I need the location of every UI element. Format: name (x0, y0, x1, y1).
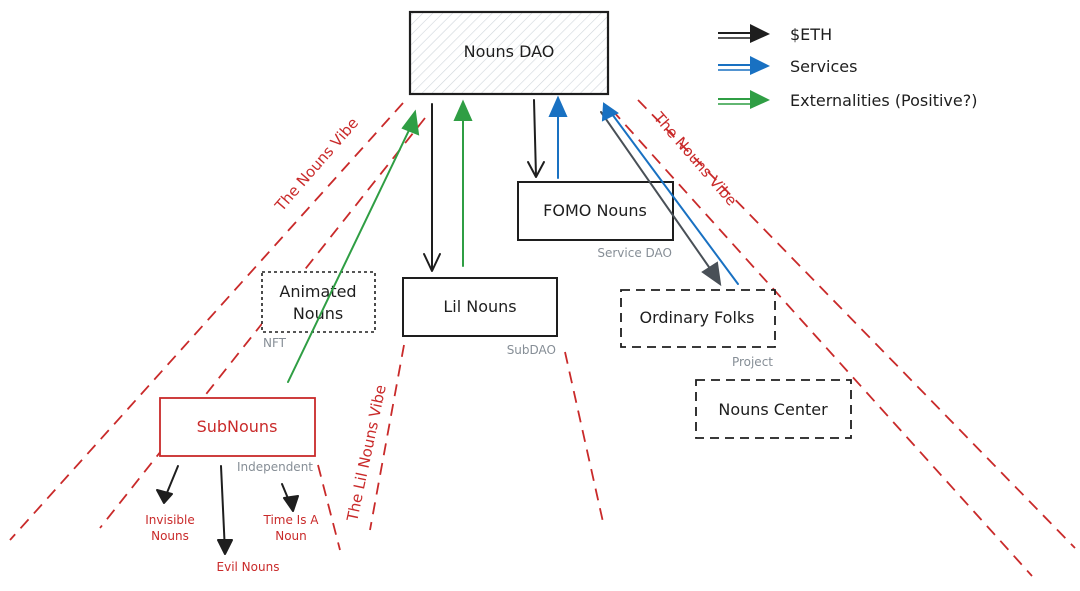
legend-eth-label: $ETH (790, 25, 832, 44)
time-is-a-noun-label-line1: Time Is A (263, 513, 320, 527)
invisible-nouns-label-line1: Invisible (145, 513, 195, 527)
legend-externalities-label: Externalities (Positive?) (790, 91, 977, 110)
eth-arrow-dao-to-fomo (527, 99, 545, 178)
legend-services-arrowhead (750, 56, 770, 75)
legend-services: Services (718, 56, 857, 76)
eth-arrow-sub-to-evil (217, 465, 233, 555)
vibe-lines (9, 99, 1076, 577)
lil-right-vibe-line (564, 351, 604, 523)
evil-nouns-label: Evil Nouns (217, 560, 280, 574)
service-dao-tag: Service DAO (597, 246, 672, 260)
ordinary-folks-label: Ordinary Folks (639, 308, 754, 327)
fomo-nouns-label: FOMO Nouns (543, 201, 647, 220)
nouns-center-label: Nouns Center (718, 400, 828, 419)
subnouns-node[interactable]: SubNouns (159, 397, 316, 457)
eth-arrow-sub-to-time (281, 483, 299, 512)
animated-nouns-node[interactable]: Animated Nouns (261, 271, 376, 333)
ordinary-folks-node[interactable]: Ordinary Folks (620, 289, 776, 348)
nouns-center-node[interactable]: Nouns Center (695, 379, 852, 439)
lil-vibe-label: The Lil Nouns Vibe (343, 383, 390, 524)
services-arrows (548, 95, 739, 285)
sub-right-vibe-line (317, 464, 341, 551)
independent-tag: Independent (237, 460, 313, 474)
legend-externalities: Externalities (Positive?) (718, 90, 977, 110)
legend-externalities-arrowhead (750, 90, 770, 109)
project-tag: Project (732, 355, 773, 369)
time-is-a-noun-label-line2: Noun (275, 529, 307, 543)
legend-eth-arrowhead (750, 24, 770, 43)
services-arrow-ordinary-to-dao (601, 102, 739, 285)
externality-arrow-sub-to-dao (287, 109, 420, 383)
externality-arrow-lil-to-dao (453, 99, 473, 267)
lil-nouns-label: Lil Nouns (443, 297, 516, 316)
lil-nouns-node[interactable]: Lil Nouns (402, 277, 558, 337)
subdao-tag: SubDAO (507, 343, 556, 357)
eth-arrow-dao-to-lil (423, 103, 441, 272)
eth-arrow-sub-to-invisible (156, 465, 179, 504)
eth-arrow-dao-to-ordinary (600, 111, 722, 287)
invisible-nouns-label-line2: Nouns (151, 529, 189, 543)
services-arrow-fomo-to-dao (548, 95, 568, 179)
legend-services-label: Services (790, 57, 857, 76)
legend: $ETH Services Externalities (Positive?) (718, 24, 977, 110)
animated-nouns-label-line1: Animated (279, 282, 356, 301)
externality-arrows (287, 99, 473, 383)
fomo-nouns-node[interactable]: FOMO Nouns (517, 181, 674, 241)
nft-tag: NFT (263, 336, 287, 350)
left-outer-vibe-line (9, 102, 404, 541)
right-inner-vibe-line (611, 109, 1033, 577)
subnouns-label: SubNouns (197, 417, 278, 436)
right-outer-vibe-line (637, 99, 1076, 549)
eth-arrows (156, 99, 545, 555)
nouns-dao-node[interactable]: Nouns DAO (408, 10, 610, 96)
lil-left-vibe-line (369, 344, 405, 531)
nouns-dao-label: Nouns DAO (464, 42, 555, 61)
animated-nouns-label-line2: Nouns (293, 304, 343, 323)
legend-eth: $ETH (718, 24, 832, 44)
